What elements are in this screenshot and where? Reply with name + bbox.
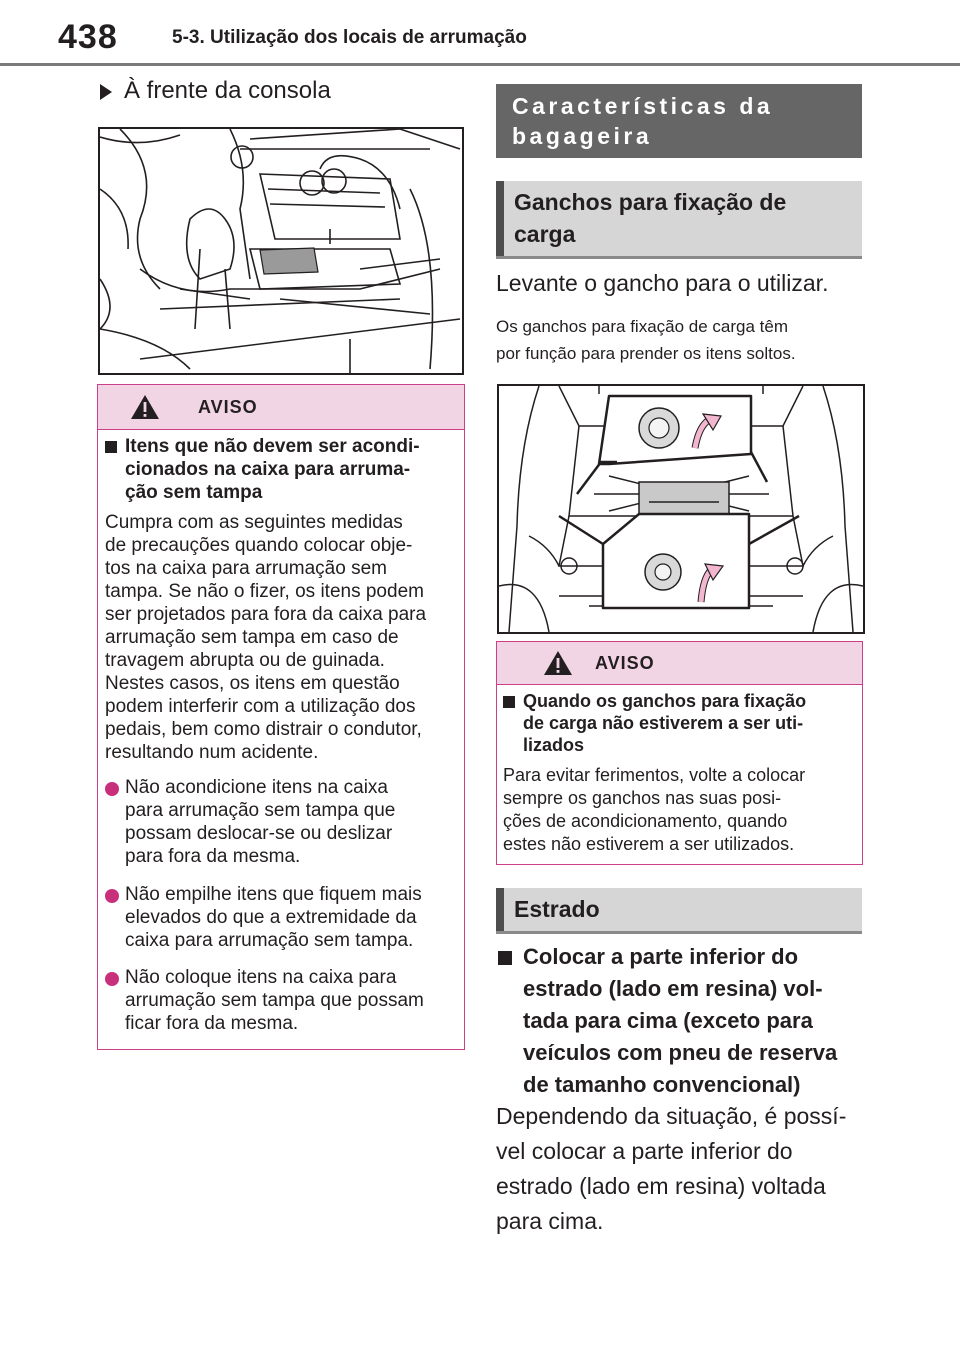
- warning-triangle-icon: [544, 651, 572, 675]
- section-heading-band: Características da bagageira: [496, 84, 862, 158]
- circle-bullet-icon: [105, 972, 119, 986]
- warning-heading: Quando os ganchos para fixação de carga …: [523, 691, 807, 755]
- warning-paragraph: Para evitar ferimentos, volte a colocar …: [503, 765, 806, 854]
- header-divider: [0, 63, 960, 66]
- warning-title: AVISO: [595, 653, 655, 673]
- subsection-title: À frente da consola: [124, 77, 331, 104]
- warning-paragraph: Cumpra com as seguintes medidas de preca…: [105, 512, 427, 763]
- cargo-hooks-illustration: [497, 384, 865, 634]
- square-bullet-icon: [503, 696, 515, 708]
- warning-bullet-3: Não coloque itens na caixa para arrumaçã…: [125, 967, 424, 1034]
- warning-title: AVISO: [198, 397, 258, 417]
- warning-header: AVISO: [98, 385, 464, 430]
- circle-bullet-icon: [105, 889, 119, 903]
- warning-box: AVISO Itens que não devem ser acondi- ci…: [97, 384, 465, 1050]
- square-bullet-icon: [498, 951, 512, 965]
- subsection-heading-band: Ganchos para fixação de carga: [496, 181, 862, 259]
- note-text: Os ganchos para fixação de carga têm por…: [496, 317, 796, 363]
- circle-bullet-icon: [105, 782, 119, 796]
- warning-bullet-1: Não acondicione itens na caixa para arru…: [125, 777, 396, 867]
- item-body: Dependendo da situação, é possí- vel col…: [496, 1103, 847, 1234]
- warning-heading: Itens que não devem ser acondi- cionados…: [125, 436, 420, 503]
- instruction-text: Levante o gancho para o utilizar.: [496, 270, 829, 296]
- section-title: 5-3. Utilização dos locais de arrumação: [172, 27, 527, 48]
- warning-bullet-2: Não empilhe itens que fiquem mais elevad…: [125, 884, 422, 951]
- warning-triangle-icon: [131, 395, 159, 419]
- item-heading: Colocar a parte inferior do estrado (lad…: [523, 944, 838, 1097]
- square-bullet-icon: [105, 441, 117, 453]
- page-number: 438: [58, 18, 118, 56]
- warning-box: AVISO Quando os ganchos para fixação de …: [496, 641, 863, 865]
- console-tray-illustration: [98, 127, 464, 375]
- subsection-heading-band: Estrado: [496, 888, 862, 934]
- warning-header: AVISO: [497, 642, 862, 685]
- right-arrow-bullet-icon: [100, 84, 112, 100]
